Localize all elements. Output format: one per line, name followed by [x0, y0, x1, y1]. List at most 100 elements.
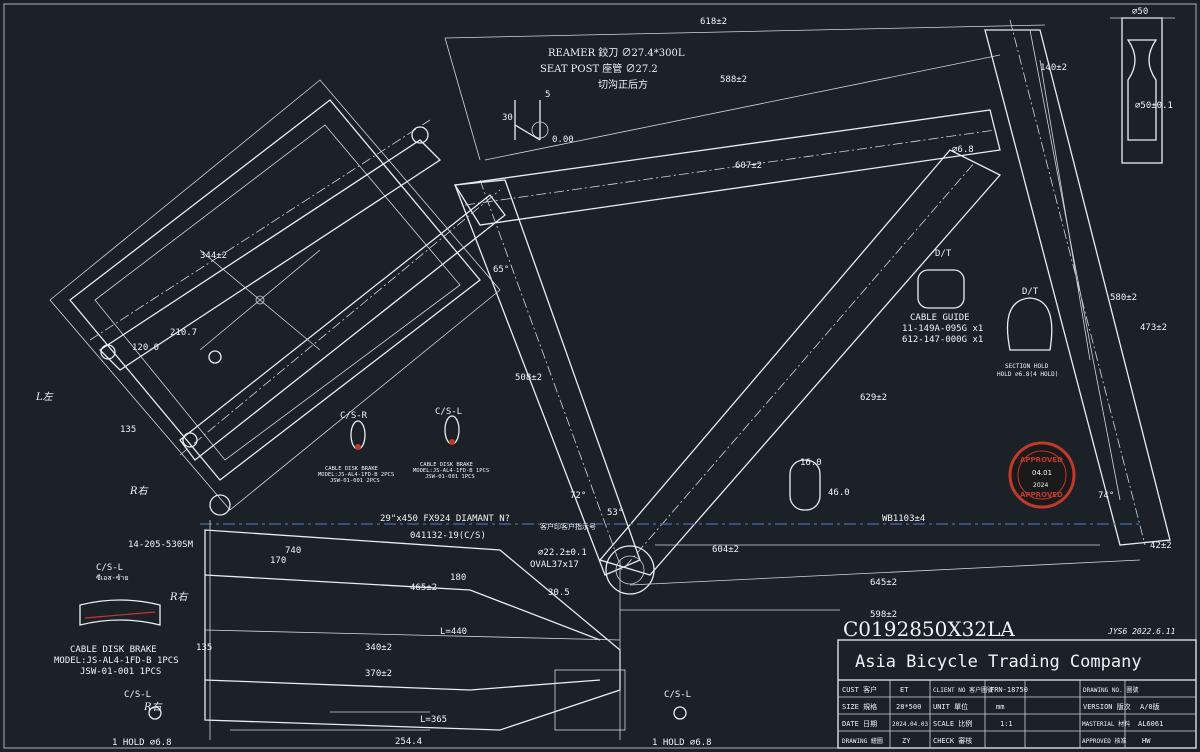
frame-outline: [200, 19, 1171, 611]
dim-365: L=365: [420, 715, 447, 725]
tb-r1-c3: mm: [996, 703, 1004, 711]
dim-440: L=440: [440, 627, 467, 637]
dim-120: 120.0: [132, 343, 159, 353]
label-model: 29"x450 FX924 DIAMANT N?: [380, 514, 510, 524]
tb-r3-c2: CHECK 審核: [933, 736, 972, 745]
label-disk-small2: MODEL:JS-AL4-1FD-B 2PCS: [318, 472, 394, 478]
dim-hb2: ∅50: [1132, 7, 1148, 17]
angle-74: 74°: [1098, 491, 1114, 501]
label-disk-left2: MODEL:JS-AL4-1FD-B 1PCS: [54, 656, 179, 666]
dim-618: 618±2: [700, 17, 727, 27]
dim-210: 210.7: [170, 328, 197, 338]
label-section-hold2: HOLD ∅6.8(4 HOLD): [997, 371, 1058, 378]
tb-r0-c3: FRN-18750: [990, 686, 1028, 694]
dim-629: 629±2: [860, 393, 887, 403]
dim-135: 135: [196, 643, 212, 653]
tb-r3-c5: HW: [1142, 737, 1151, 745]
tb-r0-c4: DRAWING NO. 圖號: [1083, 686, 1138, 694]
tb-r1-c4: VERSION 版次: [1083, 702, 1131, 711]
label-disk-small3: JSW-01-001 2PCS: [330, 478, 380, 484]
dim-305: 30.5: [548, 588, 570, 598]
tb-r3-c1: ZY: [902, 737, 911, 745]
label-disk-left1: CABLE DISK BRAKE: [70, 645, 157, 655]
company-name: Asia Bicycle Trading Company: [855, 652, 1142, 672]
dim-135b: 135: [120, 425, 136, 435]
tb-r2-c4: MASTERIAL 材料: [1082, 720, 1130, 728]
label-model2: 041132-19(C/S): [410, 531, 486, 541]
cs-icons: [148, 350, 687, 720]
note-reamer: REAMER 鉸刀 ∅27.4*300L: [548, 46, 685, 59]
dim-dhr: ∅6.8: [952, 145, 974, 155]
stamp-date: 04.01: [1032, 469, 1052, 477]
dim-580: 580±2: [1110, 293, 1137, 303]
dim-180: 180: [450, 573, 466, 583]
stamp-bottom: APPROVED: [1020, 491, 1063, 499]
label-cs-l-thai: ซีเอส-ซ้าย: [96, 574, 129, 582]
dim-254: 254.4: [395, 737, 422, 747]
label-part-code: 14-205-530SM: [128, 540, 194, 550]
label-cable-guide: CABLE GUIDE: [910, 313, 970, 323]
label-wb: WB1103±4: [882, 514, 925, 524]
head-tube-detail: [1110, 17, 1175, 164]
label-cs-l3: C/S-L: [124, 690, 151, 700]
tb-r1-c5: A/0版: [1140, 702, 1160, 711]
dim-473: 473±2: [1140, 323, 1167, 333]
rear-triangle-view: [49, 79, 506, 511]
signature: JYS6 2022.6.11: [1107, 627, 1175, 636]
dim-30: 30: [502, 113, 513, 123]
bottom-bracket: [605, 545, 655, 595]
note-seatpost: SEAT POST 座管 ∅27.2: [540, 62, 658, 75]
label-cs-l4: C/S-L: [664, 690, 691, 700]
top-tube: [453, 109, 1001, 226]
label-hold2: 1 HOLD ∅6.8: [652, 738, 712, 748]
drawing-border: [3, 3, 1197, 749]
label-disk-left3: JSW-01-001 1PCS: [80, 667, 161, 677]
label-cs-r: C/S-R: [340, 411, 368, 421]
tb-r2-c1: 2024.04.03: [892, 721, 929, 728]
label-r-you3: R右: [143, 701, 164, 713]
dim-645: 645±2: [870, 578, 897, 588]
dim-oval: OVAL37x17: [530, 560, 579, 570]
label-dt: D/T: [935, 249, 952, 259]
label-cable-guide-p2: 612-147-000G x1: [902, 335, 983, 345]
label-dt2: D/T: [1022, 287, 1039, 297]
tb-r3-c4: APPROVED 核准: [1082, 737, 1127, 745]
dim-588: 588±2: [720, 75, 747, 85]
tb-r0-c1: ET: [900, 686, 909, 694]
stamp-top: APPROVED: [1020, 456, 1063, 464]
label-r-you: R右: [129, 485, 150, 497]
label-cs-l: C/S-L: [96, 563, 123, 573]
dim-140: 140±2: [1040, 63, 1067, 73]
head-tube: [984, 29, 1171, 546]
angle-65: 65°: [493, 265, 509, 275]
stamp-year: 2024: [1033, 482, 1048, 489]
label-disk-small4: CABLE DISK BRAKE: [420, 462, 473, 468]
dim-508: 508±2: [515, 373, 542, 383]
label-disk-small5: MODEL:JS-AL4-1FD-B 1PCS: [413, 468, 489, 474]
dim-340: 340±2: [365, 643, 392, 653]
dim-465: 465±2: [410, 583, 437, 593]
title-block: [837, 639, 1197, 749]
tb-r1-c1: 28*500: [896, 703, 921, 711]
chainstay-plan: [204, 494, 626, 740]
label-cs-l2: C/S-L: [435, 407, 462, 417]
dim-607: 607±2: [735, 161, 762, 171]
label-bb-note: 客户印客户指示号: [540, 522, 596, 531]
dim-16: 16.0: [800, 458, 822, 468]
note-slot: 切沟正后方: [598, 78, 648, 91]
dim-5: 5: [545, 90, 550, 100]
dim-740: 740: [285, 546, 301, 556]
dim-344: 344±2: [200, 251, 227, 261]
dim-604: 604±2: [712, 545, 739, 555]
tb-r1-c2: UNIT 單位: [933, 702, 968, 711]
seat-slot-detail: [514, 100, 549, 141]
dim-dia: ∅22.2±0.1: [538, 548, 587, 558]
dim-170: 170: [270, 556, 286, 566]
rear-stay-outline: [69, 99, 481, 481]
label-l-zuo: L左: [35, 391, 54, 403]
label-section-hold: SECTION HOLD: [1005, 363, 1049, 370]
down-tube: [598, 149, 1002, 576]
angle-72: 72°: [570, 491, 586, 501]
dim-370: 370±2: [365, 669, 392, 679]
